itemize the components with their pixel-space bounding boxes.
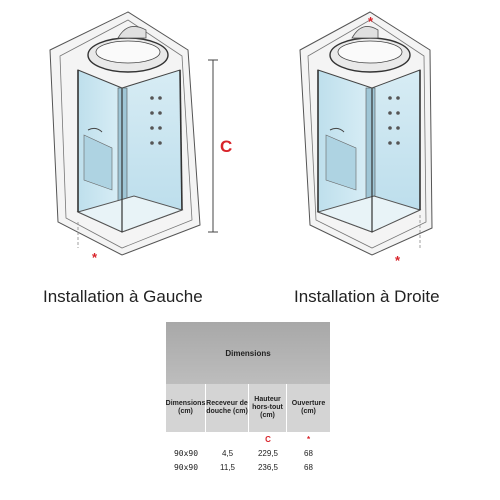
table-cell: 68 [304,462,313,472]
dimensions-table: Dimensions Dimensions (cm) Receveur de d… [166,322,330,474]
right-opening-marker: * [395,253,401,268]
right-top-marker: * [368,14,374,29]
marker-cell: * [306,434,311,444]
table-cell: 236,5 [257,462,279,472]
marker-cell: C [265,434,271,444]
table-cell: 68 [304,448,313,458]
shower-left-drawing [49,11,218,256]
marker-cell [206,432,249,446]
table-cell: 11,5 [220,462,235,472]
table-cell: 229,5 [257,448,279,458]
shower-right-drawing [299,11,433,256]
header-ouverture: Ouverture (cm) [291,400,326,415]
table-cell: 90x90 [173,462,199,472]
table-header-row: Dimensions (cm) Receveur de douche (cm) … [166,384,330,432]
table-cell: 4,5 [221,448,234,458]
table-row: 90x90 4,5 229,5 68 [166,446,330,460]
table-cell: 90x90 [173,448,199,458]
table-title: Dimensions [166,322,330,384]
caption-right-installation: Installation à Droite [294,287,440,306]
table-row: 90x90 11,5 236,5 68 [166,460,330,474]
shower-drawings [49,11,433,256]
height-dimension-label: C [220,137,233,156]
header-dimensions: Dimensions (cm) [166,384,206,432]
header-receveur: Receveur de douche (cm) [206,384,249,432]
header-hauteur: Hauteur hors-tout (cm) [249,384,287,432]
marker-cell [166,432,206,446]
left-opening-marker: * [92,250,98,265]
caption-left-installation: Installation à Gauche [43,287,203,306]
table-marker-row: C * [166,432,330,446]
